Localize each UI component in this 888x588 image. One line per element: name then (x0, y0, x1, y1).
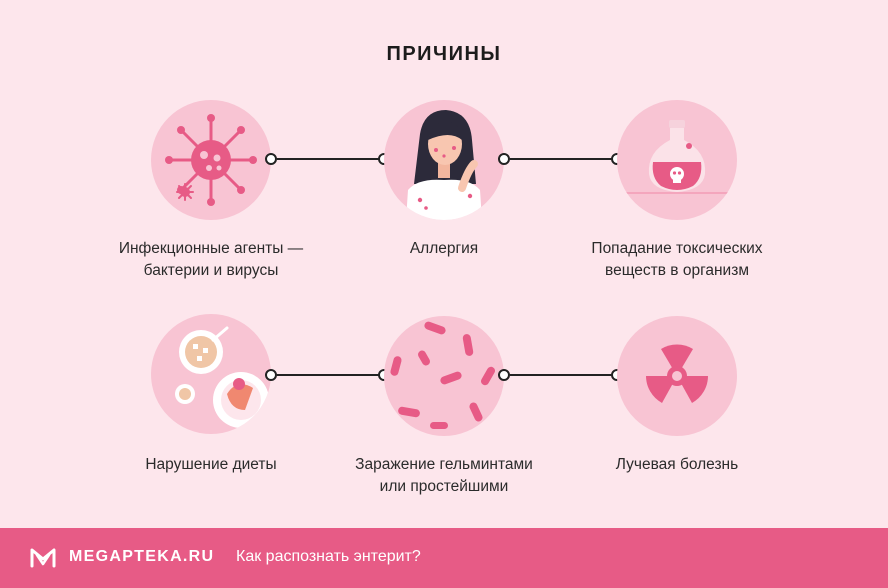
radiation-icon (617, 316, 737, 436)
cause-label-diet: Нарушение диеты (145, 456, 277, 473)
poison-bottle-icon (617, 100, 737, 220)
cause-label-infection: Инфекционные агенты — бактерии и вирусы (118, 240, 304, 279)
footer-bar: MEGAPTEKA.RU Как распознать энтерит? (0, 528, 888, 588)
connector-line (510, 374, 612, 376)
parasites-icon (384, 316, 504, 436)
connector-dot (265, 153, 277, 165)
connector-line (277, 374, 379, 376)
page-title: ПРИЧИНЫ (386, 43, 502, 65)
cause-label-toxic: Попадание токсических веществ в организм (591, 240, 763, 279)
megapteka-logo-icon[interactable] (30, 546, 56, 568)
cause-label-allergy: Аллергия (409, 240, 479, 257)
connector-dot (265, 369, 277, 381)
footer-subtitle: Как распознать энтерит? (236, 548, 421, 565)
connector-line (277, 158, 379, 160)
connector-line (510, 158, 612, 160)
food-plates-icon (151, 314, 271, 434)
cause-label-parasites: Заражение гельминтами или простейшими (355, 456, 533, 495)
brand-name[interactable]: MEGAPTEKA.RU (69, 548, 215, 565)
virus-icon (151, 100, 271, 220)
allergy-woman-icon (384, 100, 504, 220)
connector-dot (498, 369, 510, 381)
cause-label-radiation: Лучевая болезнь (615, 456, 739, 473)
connector-dot (498, 153, 510, 165)
